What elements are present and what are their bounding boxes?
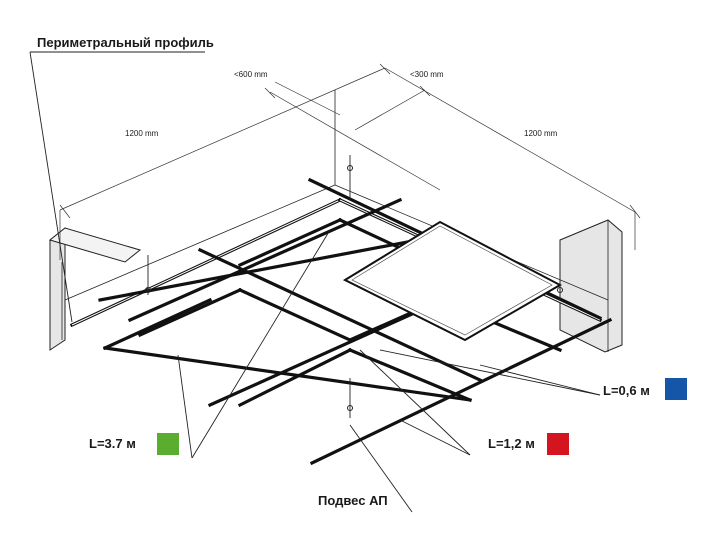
ceiling-tile <box>342 220 563 342</box>
dim-1200-left-label: 1200 mm <box>125 129 159 138</box>
l12-label: L=1,2 м <box>488 436 535 451</box>
right-wall <box>559 219 623 353</box>
main-runners <box>98 177 613 466</box>
leader-lines <box>29 51 601 513</box>
hanger-label: Подвес АП <box>318 493 388 508</box>
dim-600-label: <600 mm <box>234 70 268 79</box>
left-wall <box>48 226 142 351</box>
perimeter-profile-label: Периметральный профиль <box>37 35 214 50</box>
l06-swatch <box>665 378 687 400</box>
hangers <box>145 155 563 418</box>
l37-label: L=3.7 м <box>89 436 136 451</box>
l37-swatch <box>157 433 179 455</box>
l12-swatch <box>547 433 569 455</box>
dimension-lines <box>59 63 641 260</box>
l06-label: L=0,6 м <box>603 383 650 398</box>
dim-1200-right-label: 1200 mm <box>524 129 558 138</box>
dim-300-label: <300 mm <box>410 70 444 79</box>
